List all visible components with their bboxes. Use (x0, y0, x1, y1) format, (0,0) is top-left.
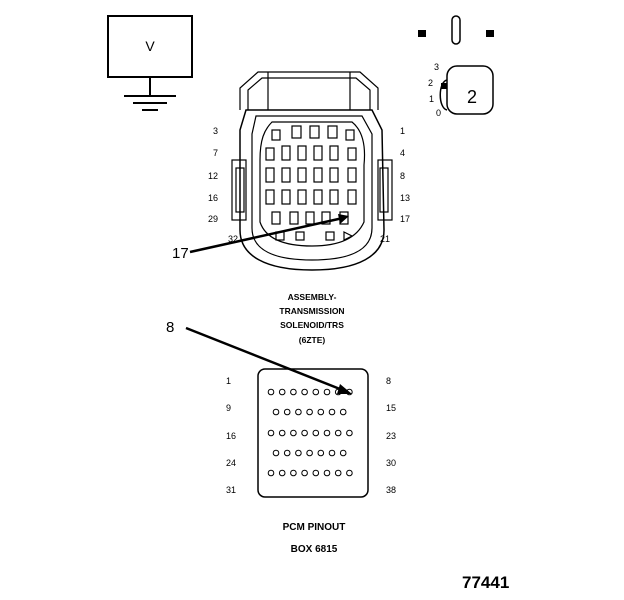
callout-8: 8 (166, 319, 352, 394)
voltmeter: V (107, 15, 193, 111)
pcm-right-pins: 8 15 23 30 38 (386, 376, 396, 495)
pin-hole (272, 449, 280, 457)
pin-number: 23 (386, 431, 396, 441)
pin-number: 16 (226, 431, 236, 441)
pin-hole (339, 449, 347, 457)
pin-hole (267, 469, 275, 477)
connector-label-line: SOLENOID/TRS (280, 320, 344, 330)
pcm-label: PCM PINOUT (283, 522, 346, 533)
pcm-box-label: BOX 6815 (291, 544, 338, 555)
voltmeter-symbol: V (145, 38, 155, 54)
terminal-cavities (259, 121, 366, 247)
pin-hole (346, 429, 353, 437)
pcm-pin-holes (267, 388, 353, 477)
pin-number: 9 (226, 403, 231, 413)
pin-hole (339, 408, 347, 416)
pin-hole (312, 388, 320, 396)
pin-hole (306, 449, 313, 457)
pin-hole (290, 388, 297, 396)
connector-label-line: (6ZTE) (299, 335, 326, 345)
key-pos-0: 0 (436, 108, 441, 118)
pin-hole (301, 429, 308, 437)
pin-hole (312, 469, 320, 477)
pin-hole (323, 429, 331, 437)
figure-number: 77441 (462, 573, 509, 592)
pin-hole (278, 429, 286, 437)
pin-number: 8 (386, 376, 391, 386)
pin-hole (306, 408, 313, 416)
pin-hole (317, 408, 325, 416)
probe-icon (418, 15, 494, 45)
ignition-key-icon: 3 2 1 0 2 (428, 62, 494, 118)
key-pos-3: 3 (434, 62, 439, 72)
callout-8-label: 8 (166, 319, 174, 336)
connector-label: ASSEMBLY- TRANSMISSION SOLENOID/TRS (6ZT… (279, 292, 344, 345)
pin-number: 16 (208, 193, 218, 203)
pin-hole (267, 388, 275, 396)
pin-number: 7 (213, 148, 218, 158)
pcm-pinout-box (257, 368, 369, 498)
pin-hole (346, 469, 353, 477)
pin-number: 32 (228, 234, 238, 244)
pin-number: 30 (386, 458, 396, 468)
key-number: 2 (467, 87, 477, 107)
pin-hole (328, 449, 336, 457)
pin-hole (301, 469, 308, 477)
connector-left-pins: 3 7 12 16 29 32 (208, 126, 238, 244)
pin-number: 12 (208, 171, 218, 181)
pin-number: 29 (208, 214, 218, 224)
pin-number: 38 (386, 485, 396, 495)
pin-hole (278, 388, 286, 396)
key-pos-1: 1 (429, 94, 434, 104)
pin-hole (290, 429, 297, 437)
pin-number: 17 (400, 214, 410, 224)
pin-number: 21 (380, 234, 390, 244)
pin-hole (278, 469, 286, 477)
callout-17-label: 17 (172, 245, 189, 262)
pin-hole (323, 388, 331, 396)
pin-hole (334, 429, 342, 437)
pin-number: 4 (400, 148, 405, 158)
connector-label-line: TRANSMISSION (279, 306, 344, 316)
pin-hole (283, 408, 291, 416)
connector-label-line: ASSEMBLY- (288, 292, 337, 302)
pin-hole (267, 429, 275, 437)
pin-hole (312, 429, 320, 437)
pin-hole (301, 388, 308, 396)
pin-hole (334, 388, 342, 396)
pin-number: 24 (226, 458, 236, 468)
pin-number: 31 (226, 485, 236, 495)
pin-hole (272, 408, 280, 416)
pin-number: 8 (400, 171, 405, 181)
pin-hole (323, 469, 331, 477)
key-pos-2: 2 (428, 78, 433, 88)
pin-hole (334, 469, 342, 477)
pcm-left-pins: 1 9 16 24 31 (226, 376, 236, 495)
callout-17: 17 (172, 214, 349, 262)
solenoid-connector (231, 71, 393, 271)
pin-hole (290, 469, 297, 477)
pin-hole (295, 449, 302, 457)
connector-right-pins: 1 4 8 13 17 21 (380, 126, 410, 244)
pin-number: 1 (226, 376, 231, 386)
pin-number: 15 (386, 403, 396, 413)
pin-number: 3 (213, 126, 218, 136)
pin-hole (317, 449, 325, 457)
pin-hole (346, 388, 353, 396)
pin-hole (328, 408, 336, 416)
pin-hole (283, 449, 291, 457)
pin-number: 13 (400, 193, 410, 203)
pin-hole (295, 408, 302, 416)
pin-number: 1 (400, 126, 405, 136)
